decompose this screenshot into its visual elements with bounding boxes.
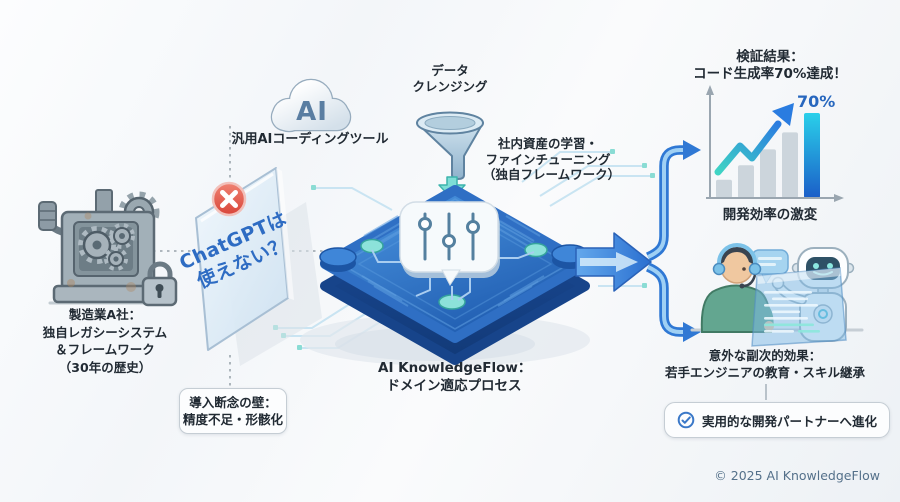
circuit-chip-icon xyxy=(300,185,590,366)
evolution-badge: 実用的な開発パートナーへ進化 xyxy=(664,402,891,438)
gear-icon xyxy=(78,226,116,264)
chart-bar xyxy=(760,149,776,198)
gear-icon xyxy=(109,223,135,249)
caption-line: データ xyxy=(431,63,469,78)
chart-bar xyxy=(716,179,732,198)
caption-line: （30年の歴史） xyxy=(58,359,152,375)
chart-bars xyxy=(716,113,820,198)
chart-highlight-label: 70% xyxy=(797,92,836,111)
finetune-caption: 社内資産の学習・ ファインチューニング （独自フレームワーク） xyxy=(483,136,621,183)
caption-line: 社内資産の学習・ xyxy=(497,136,598,151)
caption-line: 若手エンジニアの教育・スキル継承 xyxy=(664,365,865,380)
barrier-box: 導入断念の壁： 精度不足・形骸化 xyxy=(179,388,287,434)
barrier-line: 精度不足・形骸化 xyxy=(182,412,283,427)
funnel-caption: データ クレンジング xyxy=(398,63,502,95)
padlock-icon xyxy=(141,261,178,307)
copyright-text: © 2025 AI KnowledgeFlow xyxy=(714,468,880,483)
barrier-line: 導入断念の壁： xyxy=(189,395,277,410)
caption-line: ＆フレームワーク xyxy=(55,342,155,357)
chip-caption: AI KnowledgeFlow： ドメイン適応プロセス xyxy=(378,360,532,395)
legacy-caption: 製造業A社： 独自レガシーシステム ＆フレームワーク （30年の歴史） xyxy=(22,306,188,376)
caption-line: クレンジング xyxy=(412,79,488,94)
badge-label: 実用的な開発パートナーへ進化 xyxy=(702,413,878,429)
caption-line: 製造業A社： xyxy=(68,307,142,322)
engineer-headset-icon xyxy=(700,243,774,333)
flow-arrow-right xyxy=(575,232,652,292)
chart-caption: 開発効率の激変 xyxy=(722,207,818,223)
bar-chart-icon xyxy=(706,85,844,202)
engineer-robot-illustration xyxy=(690,243,864,347)
caption-line: AI KnowledgeFlow： xyxy=(378,360,532,376)
caption-line: ファインチューニング xyxy=(485,151,611,167)
x-circle-icon xyxy=(211,181,247,217)
effect-caption: 意外な副次的効果： 若手エンジニアの教育・スキル継承 xyxy=(659,347,871,381)
code-screen xyxy=(751,267,847,347)
chart-bar-highlight xyxy=(804,113,820,198)
title-line: 検証結果： xyxy=(736,49,804,65)
chart-bar xyxy=(782,132,798,198)
result-title: 検証結果： コード生成率70%達成！ xyxy=(686,49,854,82)
check-circle-icon xyxy=(677,411,695,429)
legacy-machine-illustration xyxy=(38,189,178,307)
funnel-icon xyxy=(416,111,484,180)
glass-panel-illustration xyxy=(195,167,322,366)
caption-line: 独自レガシーシステム xyxy=(42,324,168,340)
caption-line: （独自フレームワーク） xyxy=(483,167,621,182)
caption-line: ドメイン適応プロセス xyxy=(386,377,522,394)
caption-line: 意外な副次的効果： xyxy=(708,348,822,363)
gear-icon xyxy=(104,247,128,271)
cloud-caption: 汎用AIコーディングツール xyxy=(231,132,389,147)
title-line: コード生成率70%達成！ xyxy=(693,65,847,82)
chart-bar xyxy=(738,165,754,198)
branch-arrows xyxy=(645,140,701,342)
sliders-icon xyxy=(399,201,500,286)
ai-cloud-icon xyxy=(270,78,352,133)
cloud-ai-label: AI xyxy=(296,97,328,127)
